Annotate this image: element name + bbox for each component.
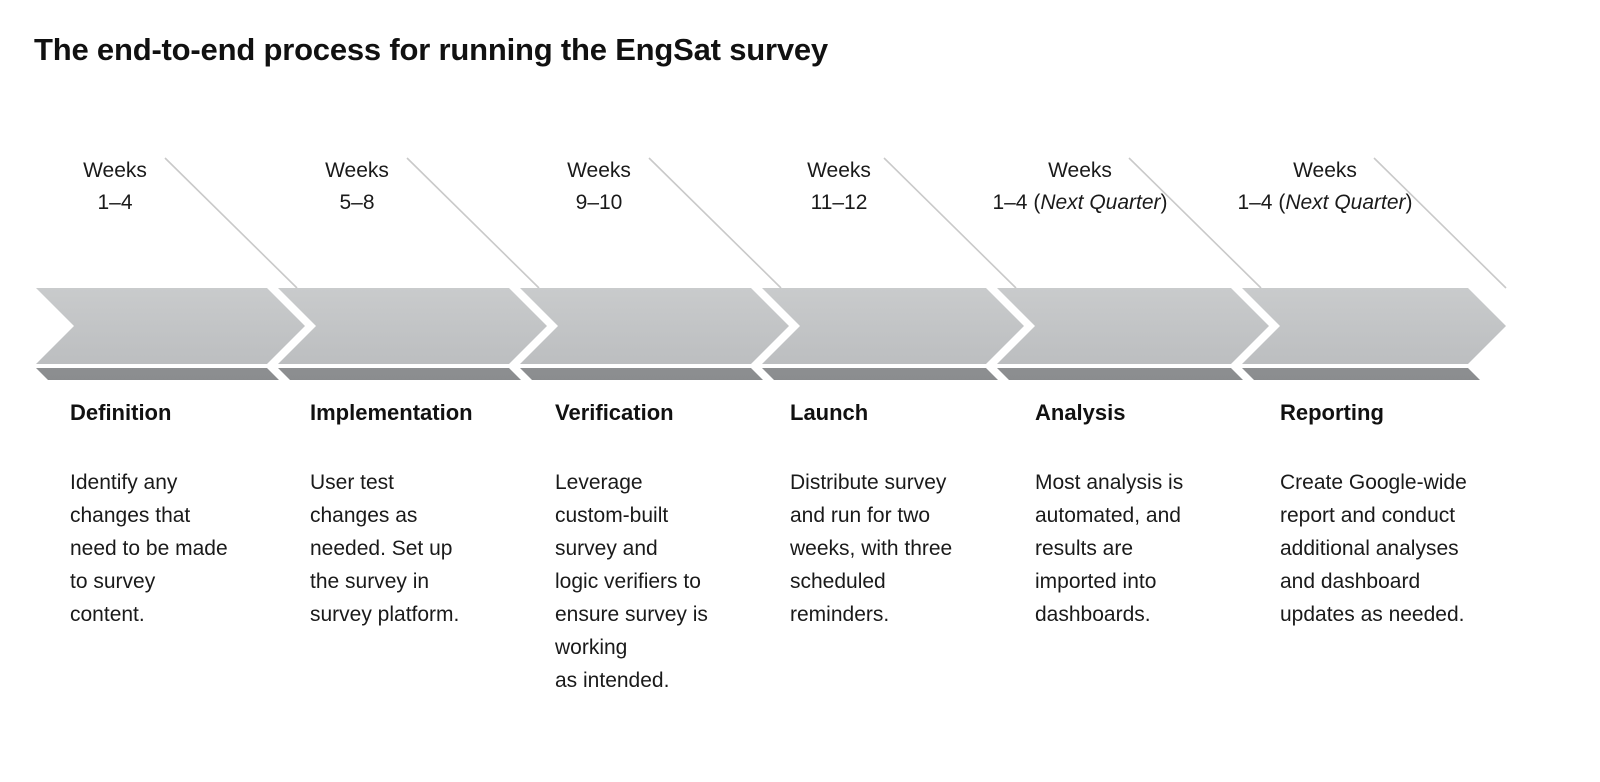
step-body-line: automated, and — [1035, 504, 1181, 527]
step-body-line: reminders. — [790, 603, 890, 626]
step-body-line: content. — [70, 603, 145, 626]
step-verification: Verification Leverage custom-built surve… — [555, 400, 785, 697]
week-label-2: Weeks 5–8 — [242, 155, 472, 219]
page-title: The end-to-end process for running the E… — [34, 32, 828, 67]
step-body: Identify any changes that need to be mad… — [70, 466, 295, 631]
week-label-6: Weeks 1–4 (Next Quarter) — [1210, 155, 1440, 219]
process-arrow-band — [0, 140, 1600, 380]
step-body: Most analysis is automated, and results … — [1035, 466, 1265, 631]
step-body: User test changes as needed. Set up the … — [310, 466, 540, 631]
week-label-line2: 1–4 (Next Quarter) — [1237, 191, 1413, 214]
step-body-line: and run for two — [790, 504, 931, 527]
step-body-line: weeks, with three — [790, 537, 953, 560]
week-label-line2: 1–4 (Next Quarter) — [992, 191, 1168, 214]
step-body-line: need to be made — [70, 537, 228, 560]
week-label-note: Next Quarter — [1285, 191, 1406, 214]
step-body-line: as intended. — [555, 669, 670, 692]
step-body: Leverage custom-built survey and logic v… — [555, 466, 785, 697]
step-launch: Launch Distribute survey and run for two… — [790, 400, 1025, 631]
step-body-line: working — [555, 636, 628, 659]
step-body-line: survey and — [555, 537, 658, 560]
step-body-line: and dashboard — [1280, 570, 1421, 593]
step-body-line: to survey — [70, 570, 156, 593]
step-body-line: report and conduct — [1280, 504, 1456, 527]
step-body-line: ensure survey is — [555, 603, 708, 626]
week-label-note: Next Quarter — [1040, 191, 1161, 214]
step-body-line: imported into — [1035, 570, 1157, 593]
step-analysis: Analysis Most analysis is automated, and… — [1035, 400, 1265, 631]
step-heading: Analysis — [1035, 400, 1126, 425]
step-body-line: Create Google-wide — [1280, 471, 1467, 494]
week-label-line1: Weeks — [325, 159, 389, 182]
chevron-segments — [36, 288, 1506, 380]
week-label-line2: 9–10 — [575, 191, 623, 214]
step-body-line: scheduled — [790, 570, 886, 593]
step-body-line: logic verifiers to — [555, 570, 701, 593]
week-label-line1: Weeks — [1293, 159, 1357, 182]
step-heading: Reporting — [1280, 400, 1384, 425]
step-body-line: additional analyses — [1280, 537, 1459, 560]
step-definition: Definition Identify any changes that nee… — [70, 400, 295, 631]
week-label-5: Weeks 1–4 (Next Quarter) — [965, 155, 1195, 219]
week-label-line1: Weeks — [567, 159, 631, 182]
step-reporting: Reporting Create Google-wide report and … — [1280, 400, 1540, 631]
week-label-line1: Weeks — [807, 159, 871, 182]
step-body-line: changes as — [310, 504, 418, 527]
week-label-4: Weeks 11–12 — [724, 155, 954, 219]
week-label-line2: 1–4 — [97, 191, 133, 214]
step-heading: Launch — [790, 400, 869, 425]
step-body-line: needed. Set up — [310, 537, 453, 560]
step-body-line: updates as needed. — [1280, 603, 1465, 626]
step-heading: Verification — [555, 400, 674, 425]
step-implementation: Implementation User test changes as need… — [310, 400, 540, 631]
step-body: Create Google-wide report and conduct ad… — [1280, 466, 1540, 631]
step-body-line: changes that — [70, 504, 191, 527]
step-body: Distribute survey and run for two weeks,… — [790, 466, 1025, 631]
step-body-line: Distribute survey — [790, 471, 947, 494]
step-body-line: survey platform. — [310, 603, 460, 626]
week-label-line1: Weeks — [1048, 159, 1112, 182]
week-label-line1: Weeks — [83, 159, 147, 182]
step-body-line: User test — [310, 471, 395, 494]
week-label-line2: 5–8 — [339, 191, 375, 214]
step-body-line: results are — [1035, 537, 1134, 560]
step-body-line: the survey in — [310, 570, 430, 593]
step-body-line: Most analysis is — [1035, 471, 1184, 494]
step-body-line: Identify any — [70, 471, 178, 494]
step-heading: Definition — [70, 400, 172, 425]
week-label-1: Weeks 1–4 — [0, 155, 230, 219]
process-steps: Definition Identify any changes that nee… — [0, 400, 1600, 730]
week-label-line2: 11–12 — [810, 191, 868, 214]
step-heading: Implementation — [310, 400, 473, 425]
leader-lines — [164, 157, 1507, 289]
step-body-line: dashboards. — [1035, 603, 1151, 626]
week-label-3: Weeks 9–10 — [484, 155, 714, 219]
step-body-line: custom-built — [555, 504, 669, 527]
step-body-line: Leverage — [555, 471, 643, 494]
